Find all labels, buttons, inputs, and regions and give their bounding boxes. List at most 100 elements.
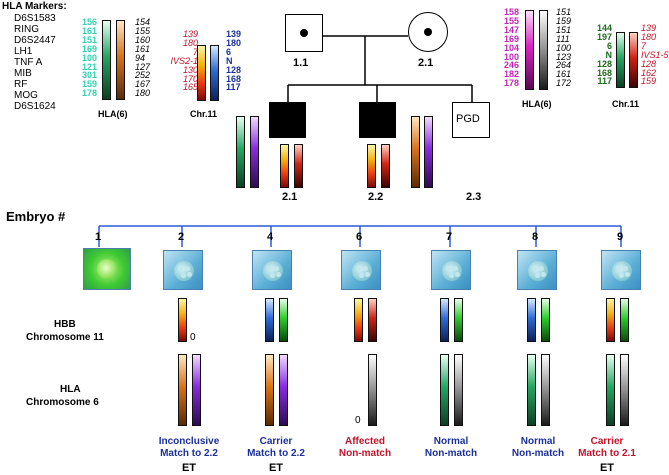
allele-value: 159 — [556, 15, 572, 26]
embryo-9-match: Match to 2.1 — [578, 448, 636, 459]
allele-value: 169 — [82, 43, 98, 54]
father-chr11-label: Chr.11 — [190, 109, 218, 119]
embryo-6-image — [341, 250, 381, 290]
mother-chr11-label: Chr.11 — [612, 99, 640, 109]
mother-chr11-chromosome-green — [616, 32, 625, 88]
embryo-4-status: Carrier — [259, 436, 293, 447]
allele-value: IVS2-1 — [170, 55, 198, 66]
marker-name: LH1 — [14, 46, 33, 57]
allele-value: 100 — [82, 52, 98, 63]
embryo-2-image — [163, 250, 203, 290]
allele-value: 7 — [192, 46, 198, 57]
marker-name: MIB — [14, 68, 32, 79]
allele-value: 156 — [82, 17, 98, 27]
allele-value: 169 — [504, 33, 520, 44]
allele-value: 154 — [135, 17, 151, 27]
allele-value: N — [605, 49, 613, 60]
embryo-4-image — [252, 250, 292, 290]
allele-value: 246 — [504, 60, 520, 71]
mother-carrier-dot — [424, 28, 432, 36]
embryo-9-status: Carrier — [590, 436, 624, 447]
allele-value: 117 — [597, 76, 612, 87]
allele-value: 180 — [226, 37, 242, 48]
allele-value: 161 — [135, 43, 151, 54]
sib22-hla-purple — [424, 116, 433, 188]
allele-value: 151 — [556, 7, 572, 17]
allele-value: 197 — [596, 31, 612, 42]
allele-value: 155 — [504, 15, 520, 26]
allele-value: 178 — [504, 78, 520, 89]
embryo-number: 7 — [446, 231, 453, 243]
allele-value: 6 — [226, 46, 232, 57]
embryo-2-match: Match to 2.2 — [160, 448, 218, 459]
emb6-hbb-red2 — [368, 298, 377, 342]
allele-value: 161 — [82, 25, 98, 36]
allele-value: 151 — [556, 24, 572, 35]
allele-value: 121 — [82, 61, 98, 72]
allele-value: 162 — [641, 67, 657, 78]
affected-son-2-1-symbol — [269, 102, 306, 138]
allele-value: 139 — [641, 23, 657, 33]
allele-value: 178 — [82, 88, 98, 99]
embryo-6-status: Affected — [344, 436, 385, 447]
allele-value: 139 — [226, 29, 242, 39]
emb4-hla-purple — [279, 354, 288, 426]
allele-value: 6 — [606, 40, 612, 51]
hla-row-label-2: Chromosome 6 — [26, 397, 99, 408]
embryo-number: 4 — [267, 231, 274, 243]
allele-value: 151 — [82, 34, 98, 45]
emb8-hbb-blue — [527, 298, 536, 342]
emb9-hla-grey — [620, 354, 629, 426]
embryo-8-image — [517, 250, 557, 290]
allele-value: 100 — [504, 51, 520, 62]
allele-value: 168 — [596, 67, 612, 78]
emb8-hla-green — [527, 354, 536, 426]
mother-hla-label: HLA(6) — [522, 99, 552, 109]
mother-label: 2.1 — [418, 57, 434, 69]
emb2-hla-orange — [178, 354, 187, 426]
allele-value: 159 — [82, 79, 98, 90]
father-label: 1.1 — [293, 57, 309, 69]
sib21-hbb-red2 — [294, 144, 303, 188]
allele-value: 160 — [135, 34, 151, 45]
allele-value: 100 — [556, 42, 572, 53]
sib22-hbb-red — [367, 144, 376, 188]
emb9-hbb-green — [620, 298, 629, 342]
father-hla-label: HLA(6) — [98, 109, 128, 119]
allele-value: 252 — [135, 70, 151, 81]
emb8-hla-grey — [541, 354, 550, 426]
emb9-hbb-yellow — [606, 298, 615, 342]
hla-row-label-1: HLA — [60, 384, 81, 395]
father-hla-chromosome-orange — [116, 20, 125, 100]
embryo-number: 9 — [617, 231, 624, 243]
allele-value: 104 — [504, 42, 520, 53]
mother-chr11-chromosome-red — [629, 32, 638, 88]
allele-value: 111 — [556, 33, 570, 44]
affected-son-2-2-symbol — [359, 102, 396, 138]
embryo-9-image — [601, 250, 641, 290]
embryo-number: 1 — [95, 231, 102, 243]
pgd-label: 2.3 — [466, 191, 482, 203]
pgd-pregnancy-box — [452, 102, 490, 138]
embryo-7-image — [431, 250, 471, 290]
allele-value: 139 — [182, 29, 198, 39]
allele-value: 158 — [504, 7, 520, 17]
allele-value: 161 — [556, 69, 572, 80]
emb2-hbb-zero: 0 — [190, 332, 196, 343]
allele-value: 94 — [135, 52, 146, 63]
hla-markers-heading: HLA Markers: — [2, 1, 67, 12]
sib22-hla-orange — [411, 116, 420, 188]
marker-name: TNF A — [14, 57, 43, 68]
emb8-hbb-green — [541, 298, 550, 342]
sib-2-1-label: 2.1 — [282, 191, 298, 203]
sib21-hla-green — [236, 116, 245, 188]
allele-value: 168 — [226, 73, 242, 84]
allele-value: N — [226, 55, 233, 66]
allele-value: 170 — [182, 73, 198, 84]
emb6-hbb-red — [354, 298, 363, 342]
